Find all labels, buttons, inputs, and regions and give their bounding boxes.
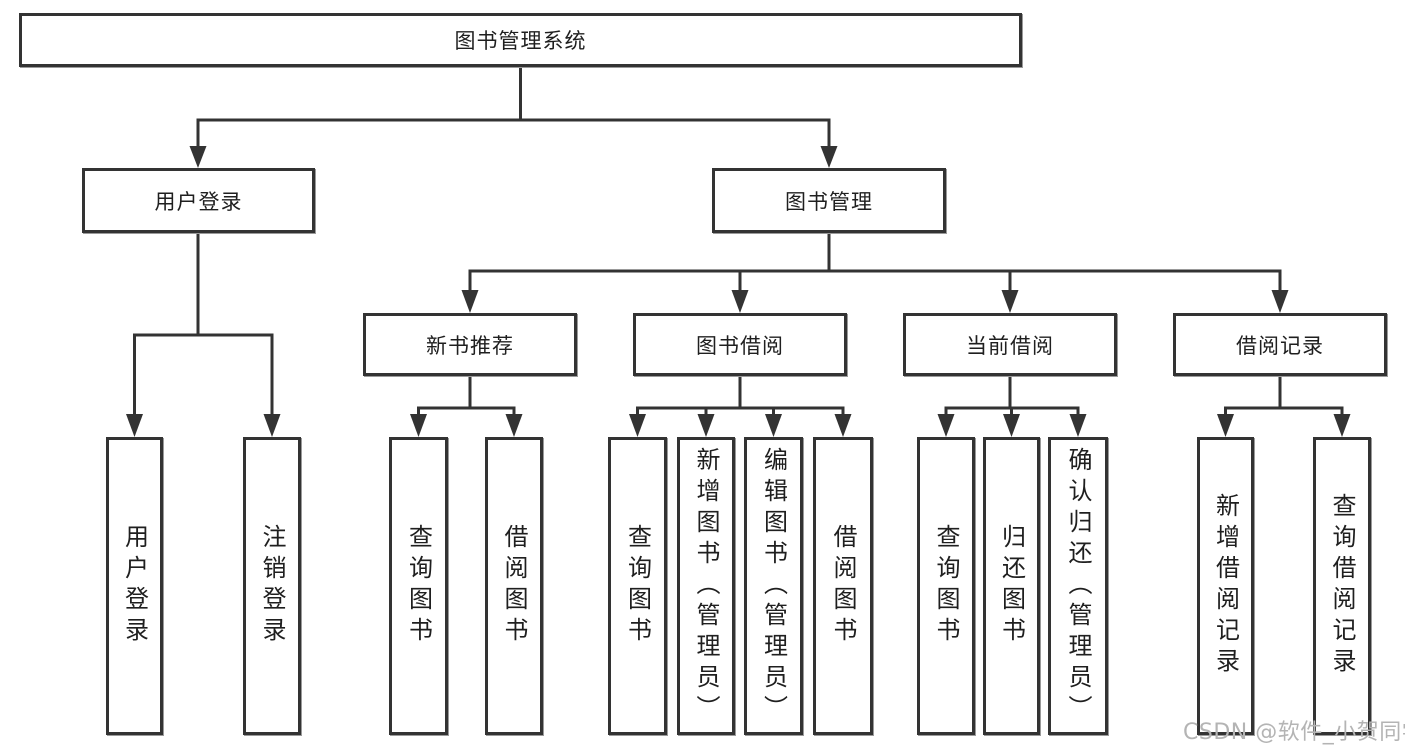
node-book-borrow: 图书借阅 [633,313,847,376]
connector-book-management-children [461,232,1289,313]
node-new-book-recommend: 新书推荐 [363,313,577,376]
node-label: 图书借阅 [696,333,784,358]
node-borrow-books-borrow: 借阅图书 [813,437,873,735]
node-label: 查询图书 [623,524,652,648]
node-query-books-recommend: 查询图书 [389,437,448,735]
node-label: 当前借阅 [966,333,1054,358]
node-label: 用户登录 [120,524,149,648]
node-label: 新增图书（管理员） [692,446,720,726]
connector-borrow-records-children [1217,375,1351,437]
node-label: 查询图书 [404,524,433,648]
node-borrow-books-recommend: 借阅图书 [485,437,543,735]
node-edit-books-admin: 编辑图书（管理员） [744,437,803,735]
node-label: 图书管理系统 [454,29,587,53]
node-label: 新书推荐 [426,333,514,358]
node-add-borrow-record: 新增借阅记录 [1197,437,1254,735]
node-label: 新增借阅记录 [1211,493,1240,679]
node-label: 查询图书 [932,524,960,648]
node-query-borrow-record: 查询借阅记录 [1313,437,1371,735]
node-label: 归还图书 [997,524,1026,648]
connector-new-book-recommend-children [410,375,523,437]
node-query-books-current: 查询图书 [917,437,975,735]
node-label: 图书管理 [785,189,873,214]
node-label: 用户登录 [154,189,243,214]
node-label: 确认归还（管理员） [1064,446,1092,726]
node-login: 用户登录 [106,437,163,735]
node-current-borrow: 当前借阅 [903,313,1117,376]
node-confirm-return-admin: 确认归还（管理员） [1048,437,1108,735]
node-label: 编辑图书（管理员） [759,446,788,726]
node-borrow-records: 借阅记录 [1173,313,1387,376]
node-book-management: 图书管理 [712,168,946,233]
node-root: 图书管理系统 [19,13,1022,67]
node-logout: 注销登录 [243,437,301,735]
connector-user-login-children [126,232,281,437]
node-label: 借阅图书 [500,524,528,648]
connector-book-borrow-children [629,375,852,437]
node-add-books-admin: 新增图书（管理员） [677,437,735,735]
connector-root-to-level2 [189,66,838,168]
watermark: CSDN @软件_小贺同学 [1183,720,1405,745]
node-user-login: 用户登录 [82,168,315,233]
node-query-books-borrow: 查询图书 [608,437,667,735]
node-label: 查询借阅记录 [1328,493,1356,679]
node-return-books: 归还图书 [983,437,1040,735]
node-label: 注销登录 [258,524,286,648]
connector-current-borrow-children [937,375,1087,437]
node-label: 借阅记录 [1236,333,1324,358]
node-label: 借阅图书 [829,524,857,648]
